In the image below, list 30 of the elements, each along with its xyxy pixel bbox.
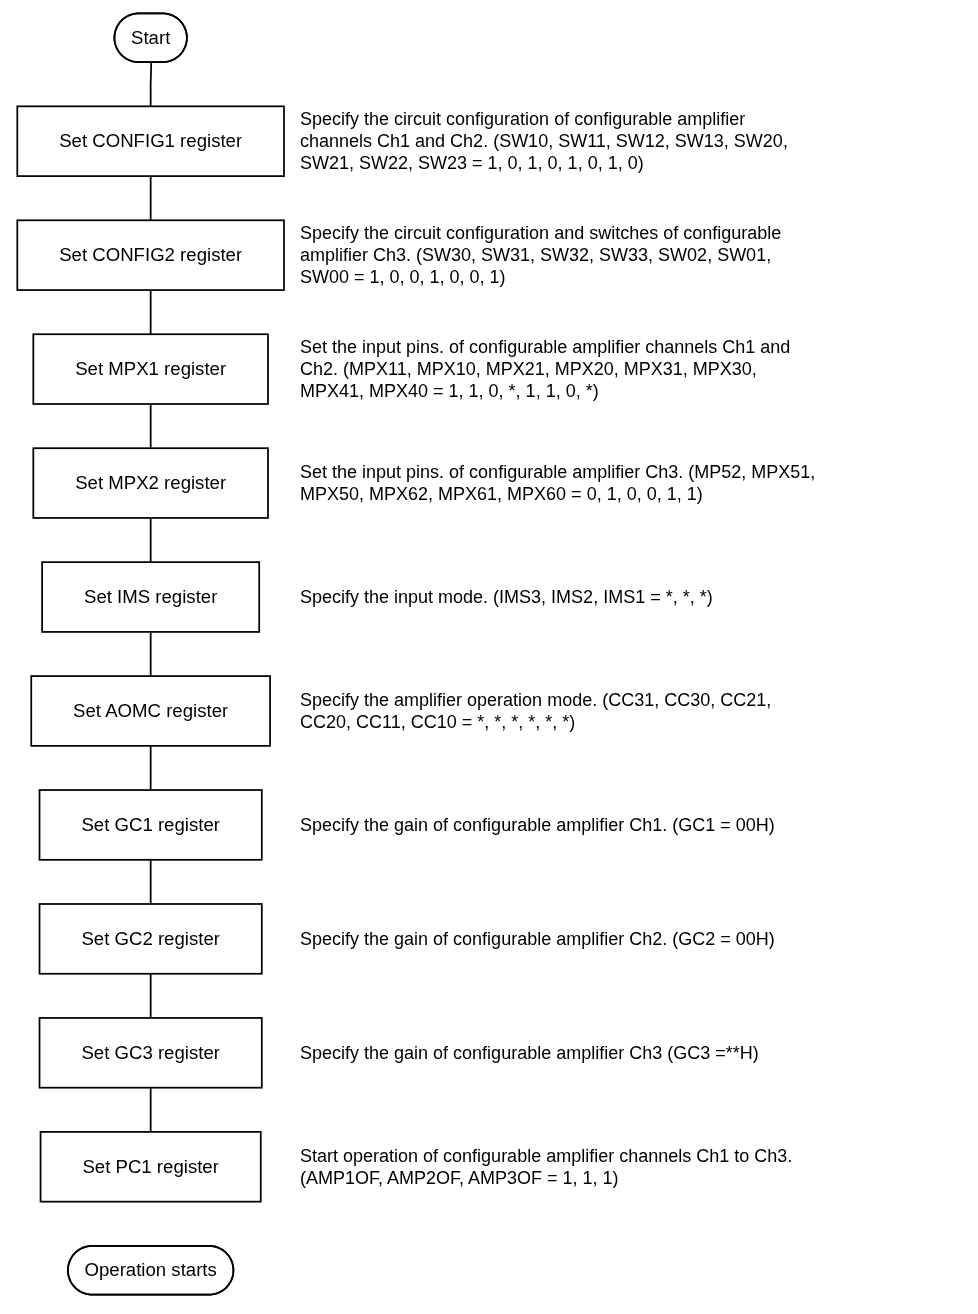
connector: [149, 175, 152, 222]
connector: [149, 289, 152, 336]
annotation-text: Specify the amplifier operation mode. (CC31, CC30, CC21, CC20, CC11, CC10 = *, *, *, *, *, *): [300, 688, 773, 733]
annotation-text: Specify the gain of configurable amplifier Ch3 (GC3 =**H): [300, 1041, 760, 1064]
node-box: Set GC3 register: [38, 1017, 263, 1089]
annotation-text: Specify the gain of configurable amplifier Ch1. (GC1 = 00H): [300, 813, 776, 836]
node-box: Set MPX2 register: [32, 447, 269, 519]
connector: [149, 631, 152, 677]
node-box: Set GC1 register: [38, 789, 263, 861]
annotation-text: Set the input pins. of configurable amplifier Ch3. (MP52, MPX51, MPX50, MPX62, MPX61, MPX60 = 0, 1, 0, 0, 1, 1): [300, 461, 817, 506]
annotation-text: Set the input pins. of configurable amplifier channels Ch1 and Ch2. (MPX11, MPX10, MPX21, MPX20, MPX31, MPX30, MPX41, MPX40 = 1, 1, 0, *, 1, 1, 0, *): [300, 336, 792, 403]
node-box: Set IMS register: [41, 561, 261, 633]
connector: [149, 61, 153, 108]
connector: [149, 858, 152, 905]
connector: [149, 745, 152, 791]
node-box: Set PC1 register: [39, 1131, 262, 1203]
node-box: Set MPX1 register: [32, 333, 269, 405]
node-box: Set AOMC register: [30, 675, 271, 747]
annotation-text: Specify the gain of configurable amplifier Ch2. (GC2 = 00H): [300, 927, 776, 950]
node-box: Set CONFIG1 register: [16, 105, 285, 177]
annotation-text: Specify the input mode. (IMS3, IMS2, IMS1 = *, *, *): [300, 586, 714, 608]
connector: [149, 1086, 152, 1133]
annotation-text: Specify the circuit configuration of configurable amplifier channels Ch1 and Ch2. (SW10, SW11, SW12, SW13, SW20, SW21, SW22, SW23 = 1, 0, 1, 0, 1, 0, 1, 0): [300, 108, 789, 175]
connector: [149, 517, 152, 563]
node-box: Set CONFIG2 register: [16, 219, 285, 291]
node-box: Set GC2 register: [38, 903, 263, 975]
connector: [149, 403, 152, 450]
connector: [149, 972, 152, 1019]
annotation-text: Specify the circuit configuration and switches of configurable amplifier Ch3. (SW30, SW31, SW32, SW33, SW02, SW01, SW00 = 1, 0, 0, 1, 0, 0, 1): [300, 222, 783, 289]
annotation-text: Start operation of configurable amplifier channels Ch1 to Ch3. (AMP1OF, AMP2OF, AMP3OF = 1, 1, 1): [300, 1144, 794, 1189]
